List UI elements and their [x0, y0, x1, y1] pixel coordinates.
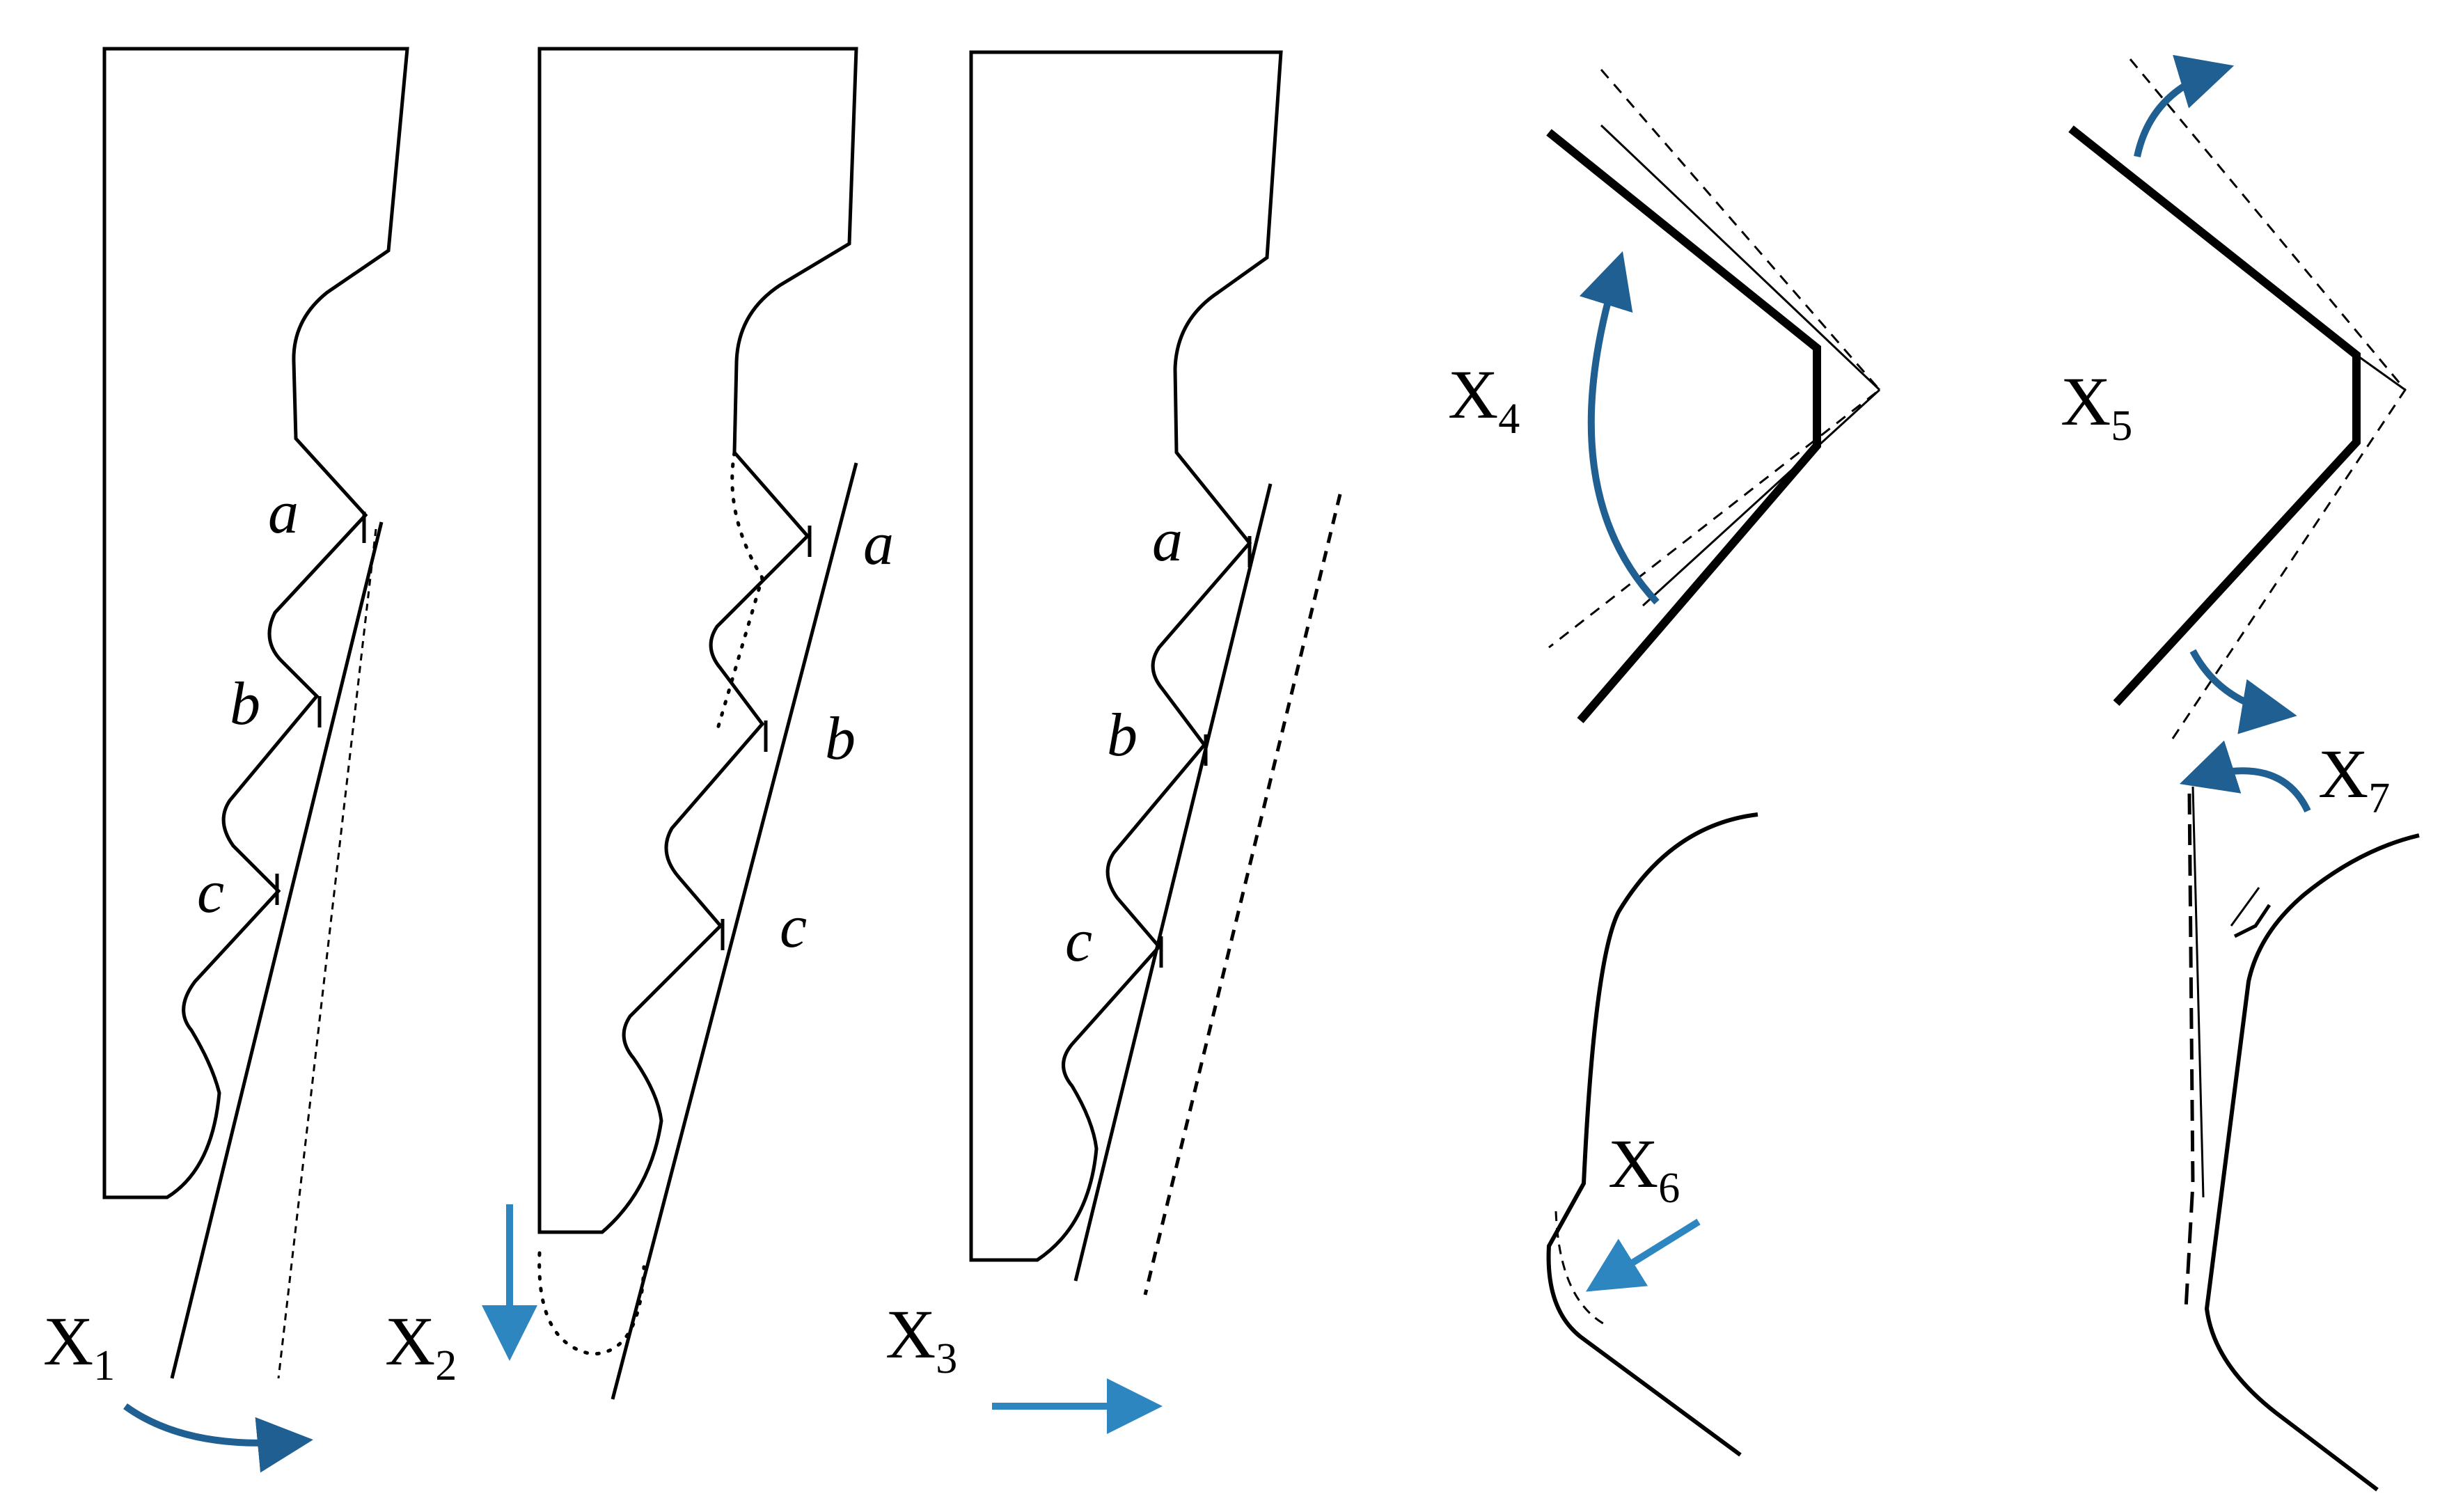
- x1-displaced-line: [277, 528, 377, 1379]
- x7-thin-line-2: [2230, 887, 2260, 927]
- panel-x3: a b c X3: [885, 50, 1342, 1434]
- panel-x5: X5: [2061, 54, 2407, 746]
- x4-v-profile: [1546, 129, 1821, 723]
- x2-previous-outline: [715, 450, 764, 733]
- x3-point-a: a: [1152, 507, 1183, 574]
- panel-x2: a b c X2: [385, 47, 894, 1400]
- x2-point-a: a: [863, 510, 894, 578]
- x2-reference-line: [611, 462, 858, 1400]
- x1-reference-line: [170, 521, 384, 1379]
- x5-v-profile: [2068, 125, 2361, 707]
- x3-point-c: c: [1065, 907, 1092, 975]
- x7-inner-notch: [2233, 904, 2272, 938]
- x1-label: X1: [43, 1302, 115, 1389]
- x7-thin-line-1: [2191, 786, 2205, 1198]
- x3-reference-line: [1073, 483, 1273, 1282]
- x7-label: X7: [2318, 735, 2390, 822]
- x3-label: X3: [885, 1296, 957, 1383]
- x4-label: X4: [1448, 356, 1520, 443]
- x2-part-outline: [537, 47, 858, 1234]
- x1-point-a: a: [268, 479, 299, 546]
- x4-rotated-profile: [1548, 69, 1882, 649]
- x2-previous-bottom: [537, 1251, 646, 1356]
- x7-fillet-profile: [2204, 833, 2420, 1492]
- x1-point-c: c: [197, 858, 224, 926]
- x4-tip-line-2: [1642, 388, 1881, 607]
- x3-point-b: b: [1107, 702, 1138, 769]
- panel-x1: a b c X1: [43, 47, 409, 1473]
- x6-arrow: [1586, 1218, 1701, 1292]
- panel-x4: X4: [1448, 69, 1882, 723]
- x6-label: X6: [1608, 1125, 1680, 1212]
- x3-displaced-line: [1143, 494, 1342, 1296]
- x7-modified-profile: [2184, 793, 2195, 1309]
- x5-tip-line: [2356, 354, 2406, 391]
- x1-point-b: b: [230, 670, 260, 738]
- x2-point-b: b: [825, 705, 856, 773]
- x5-lower-arrow: [2189, 649, 2297, 734]
- x6-modified-fillet: [1554, 1211, 1609, 1328]
- x4-rotation-arrow: [1579, 251, 1660, 605]
- x2-label: X2: [385, 1302, 457, 1389]
- x6-fillet-profile: [1546, 812, 1758, 1457]
- x1-part-outline: [102, 47, 409, 1199]
- x4-tip-line-1: [1600, 124, 1881, 391]
- x2-point-c: c: [780, 893, 807, 961]
- x7-rotation-arrow: [2179, 740, 2311, 813]
- panel-x7: X7: [2179, 735, 2420, 1492]
- x3-part-outline: [969, 50, 1283, 1262]
- x5-label: X5: [2061, 363, 2132, 450]
- x5-upper-arrow: [2134, 54, 2235, 158]
- x1-rotation-arrow: [123, 1403, 313, 1473]
- panel-x6: X6: [1546, 812, 1758, 1457]
